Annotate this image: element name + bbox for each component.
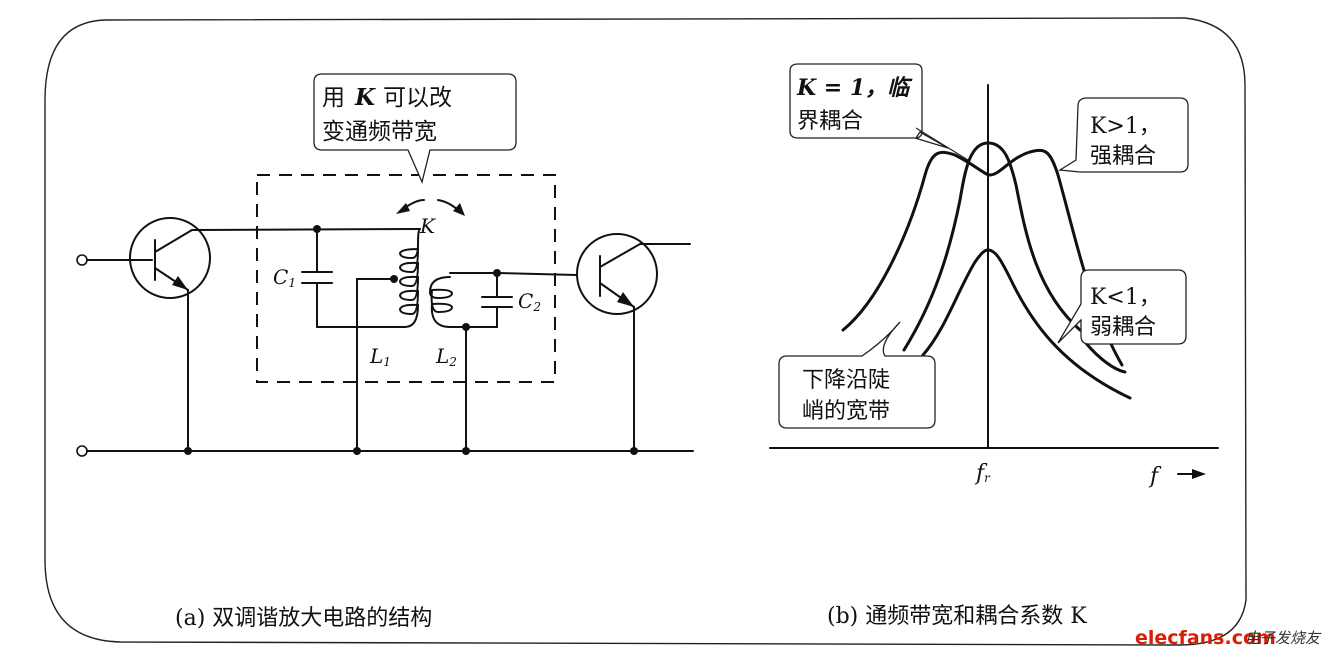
watermark-site: elecfans.com [1135,627,1276,649]
c2-label: C2 [518,289,541,314]
coupling-adjust-arrows: K [396,199,465,238]
callout-text: 可以改 [383,85,452,111]
callout-critical-coupling: K = 1，临 界耦合 [789,63,969,161]
callout-text: 变通频带宽 [322,119,437,145]
callout-text: 用 [322,85,345,111]
l2-label: L2 [435,344,457,369]
l1-label: L1 [369,344,391,369]
transistor-2 [576,233,658,315]
callout-text: 峭的宽带 [802,399,890,424]
callout-text: K<1， [1090,285,1161,310]
response-graph: K = 1，临 界耦合 K>1， 强耦合 K<1， 弱耦合 下降沿陡 峭的宽带 … [769,63,1219,629]
center-frequency-label: fr [974,461,991,486]
curve-strong-coupling [841,148,1124,367]
input-terminal-top [76,254,88,266]
c1-label: C1 [273,265,296,290]
callout-strong-coupling: K>1， 强耦合 [1058,97,1189,173]
caption-b: (b) 通频带宽和耦合系数 K [827,604,1087,629]
callout-text: 弱耦合 [1090,315,1156,340]
callout-text: K>1， [1090,114,1161,139]
curve-weak-coupling [921,248,1132,400]
watermark-cn: 电子发烧友 [1245,629,1322,647]
callout-text: 下降沿陡 [802,368,890,393]
callout-text: 强耦合 [1090,144,1156,169]
callout-weak-coupling: K<1， 弱耦合 [1057,269,1187,345]
tunable-transformer-box [256,174,556,383]
callout-text: K = 1，临 [796,75,913,101]
curve-critical-coupling [902,141,1127,374]
arrow-right-icon [1177,469,1206,479]
inductor-l1 [399,228,421,328]
transistor-1 [129,217,211,299]
input-terminal-bottom [76,445,88,457]
callout-text: 界耦合 [797,109,863,134]
inductor-l2 [429,276,453,328]
watermark: elecfans.com 电子发烧友 [1135,627,1322,649]
callout-steep-wideband: 下降沿陡 峭的宽带 [778,321,936,429]
caption-a: (a) 双调谐放大电路的结构 [175,606,432,631]
outer-frame [44,17,1247,646]
svg-text:K = 1，临: K = 1，临 [796,75,913,101]
frequency-axis-label: f [1148,464,1162,489]
coupling-k-label: K [419,214,436,238]
callout-k-symbol: K [354,84,376,111]
